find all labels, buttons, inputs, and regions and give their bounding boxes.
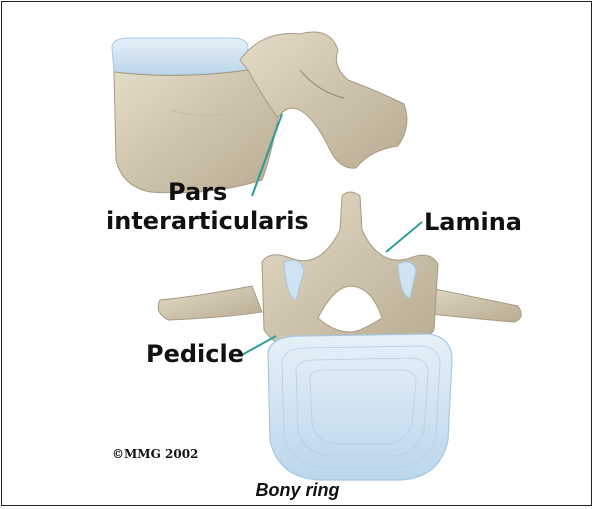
lamina-label: Lamina: [424, 208, 522, 236]
side-view-disc: [112, 38, 248, 75]
lamina-leader-line: [386, 222, 422, 252]
side-view-body: [114, 70, 278, 193]
figure-caption: Bony ring: [0, 480, 595, 501]
copyright-text: ©MMG 2002: [112, 447, 198, 461]
side-view-vertebra: [112, 32, 407, 193]
left-transverse-process: [158, 286, 262, 320]
pars-label-line1: Pars: [168, 178, 227, 206]
pedicle-label: Pedicle: [146, 340, 244, 368]
top-view-disc: [268, 334, 452, 480]
pars-label-line2: interarticularis: [106, 207, 309, 235]
